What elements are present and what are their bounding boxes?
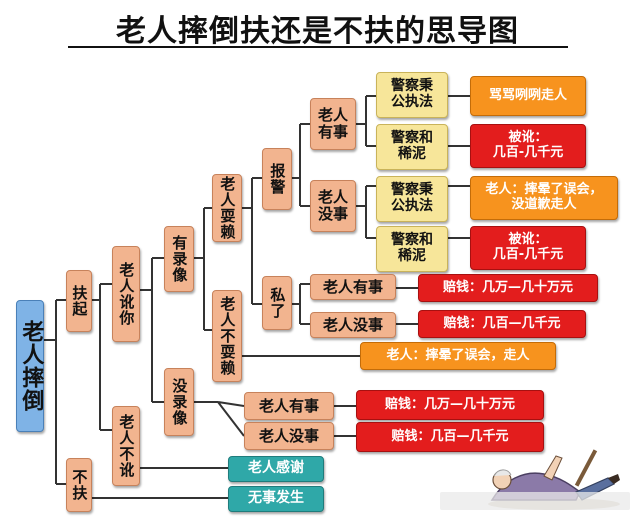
- node-laoren-e-ni: 老人讹你: [112, 246, 140, 342]
- node-sile-meishi: 老人没事: [310, 312, 396, 338]
- node-laoren-ganxie: 老人感谢: [228, 456, 324, 482]
- link-shualai: [242, 177, 262, 305]
- node-jingcha-xini-2: 警察和 稀泥: [376, 226, 448, 272]
- node-jingcha-xini-1: 警察和 稀泥: [376, 124, 448, 170]
- node-result-6: 赔钱：几百—几千元: [418, 310, 586, 338]
- node-you-luxiang: 有录像: [164, 226, 194, 292]
- node-laoren-bu-shualai: 老人不耍赖: [212, 290, 242, 382]
- node-mei-youshi: 老人有事: [244, 392, 334, 420]
- node-result-1: 骂骂咧咧走人: [470, 76, 586, 116]
- link-sile: [292, 283, 310, 325]
- node-result-5: 赔钱：几万—几十万元: [418, 274, 598, 302]
- node-mei-luxiang: 没录像: [164, 368, 194, 436]
- link-root: [44, 299, 66, 485]
- node-sile-youshi: 老人有事: [310, 274, 396, 300]
- node-jingcha-gongzheng-2: 警察秉 公执法: [376, 176, 448, 222]
- link-meiluxiang: [194, 401, 245, 437]
- node-mei-meishi: 老人没事: [244, 422, 334, 450]
- page-title: 老人摔倒扶还是不扶的思导图: [116, 14, 519, 49]
- node-laoren-shualai: 老人耍赖: [212, 174, 242, 242]
- node-result-8: 赔钱：几万—几十万元: [356, 390, 544, 420]
- link-mei-results: [334, 405, 356, 437]
- link-fuqi: [92, 283, 112, 431]
- link-youluxiang: [194, 207, 212, 331]
- node-wushi-fasheng: 无事发生: [228, 486, 324, 512]
- node-jingcha-gongzheng-1: 警察秉 公执法: [376, 72, 448, 118]
- node-result-4: 被讹： 几百-几千元: [470, 226, 586, 270]
- node-root: 老人摔倒: [16, 300, 44, 432]
- link-baojing: [292, 123, 310, 207]
- node-bu-fu: 不扶: [66, 458, 92, 512]
- link-youshi: [356, 95, 376, 147]
- link-sile-results: [396, 287, 418, 325]
- node-result-7: 老人：摔晕了误会，走人: [360, 342, 556, 370]
- link-meishi: [356, 185, 376, 239]
- node-laoren-youshi-a: 老人 有事: [310, 98, 356, 150]
- node-result-3: 老人：摔晕了误会， 没道歉走人: [470, 176, 618, 220]
- node-laoren-bu-e: 老人不讹: [112, 406, 140, 486]
- node-bao-jing: 报警: [262, 148, 292, 210]
- link-eni: [140, 257, 164, 403]
- node-fu-qi: 扶起: [66, 270, 92, 332]
- title-underline: [68, 46, 568, 48]
- node-result-2: 被讹： 几百-几千元: [470, 124, 586, 168]
- node-laoren-meishi-a: 老人 没事: [310, 180, 356, 232]
- node-si-le: 私了: [262, 276, 292, 330]
- node-result-9: 赔钱：几百—几千元: [356, 422, 544, 452]
- watermark-overlay: [440, 492, 630, 510]
- link-police-results: [448, 95, 470, 239]
